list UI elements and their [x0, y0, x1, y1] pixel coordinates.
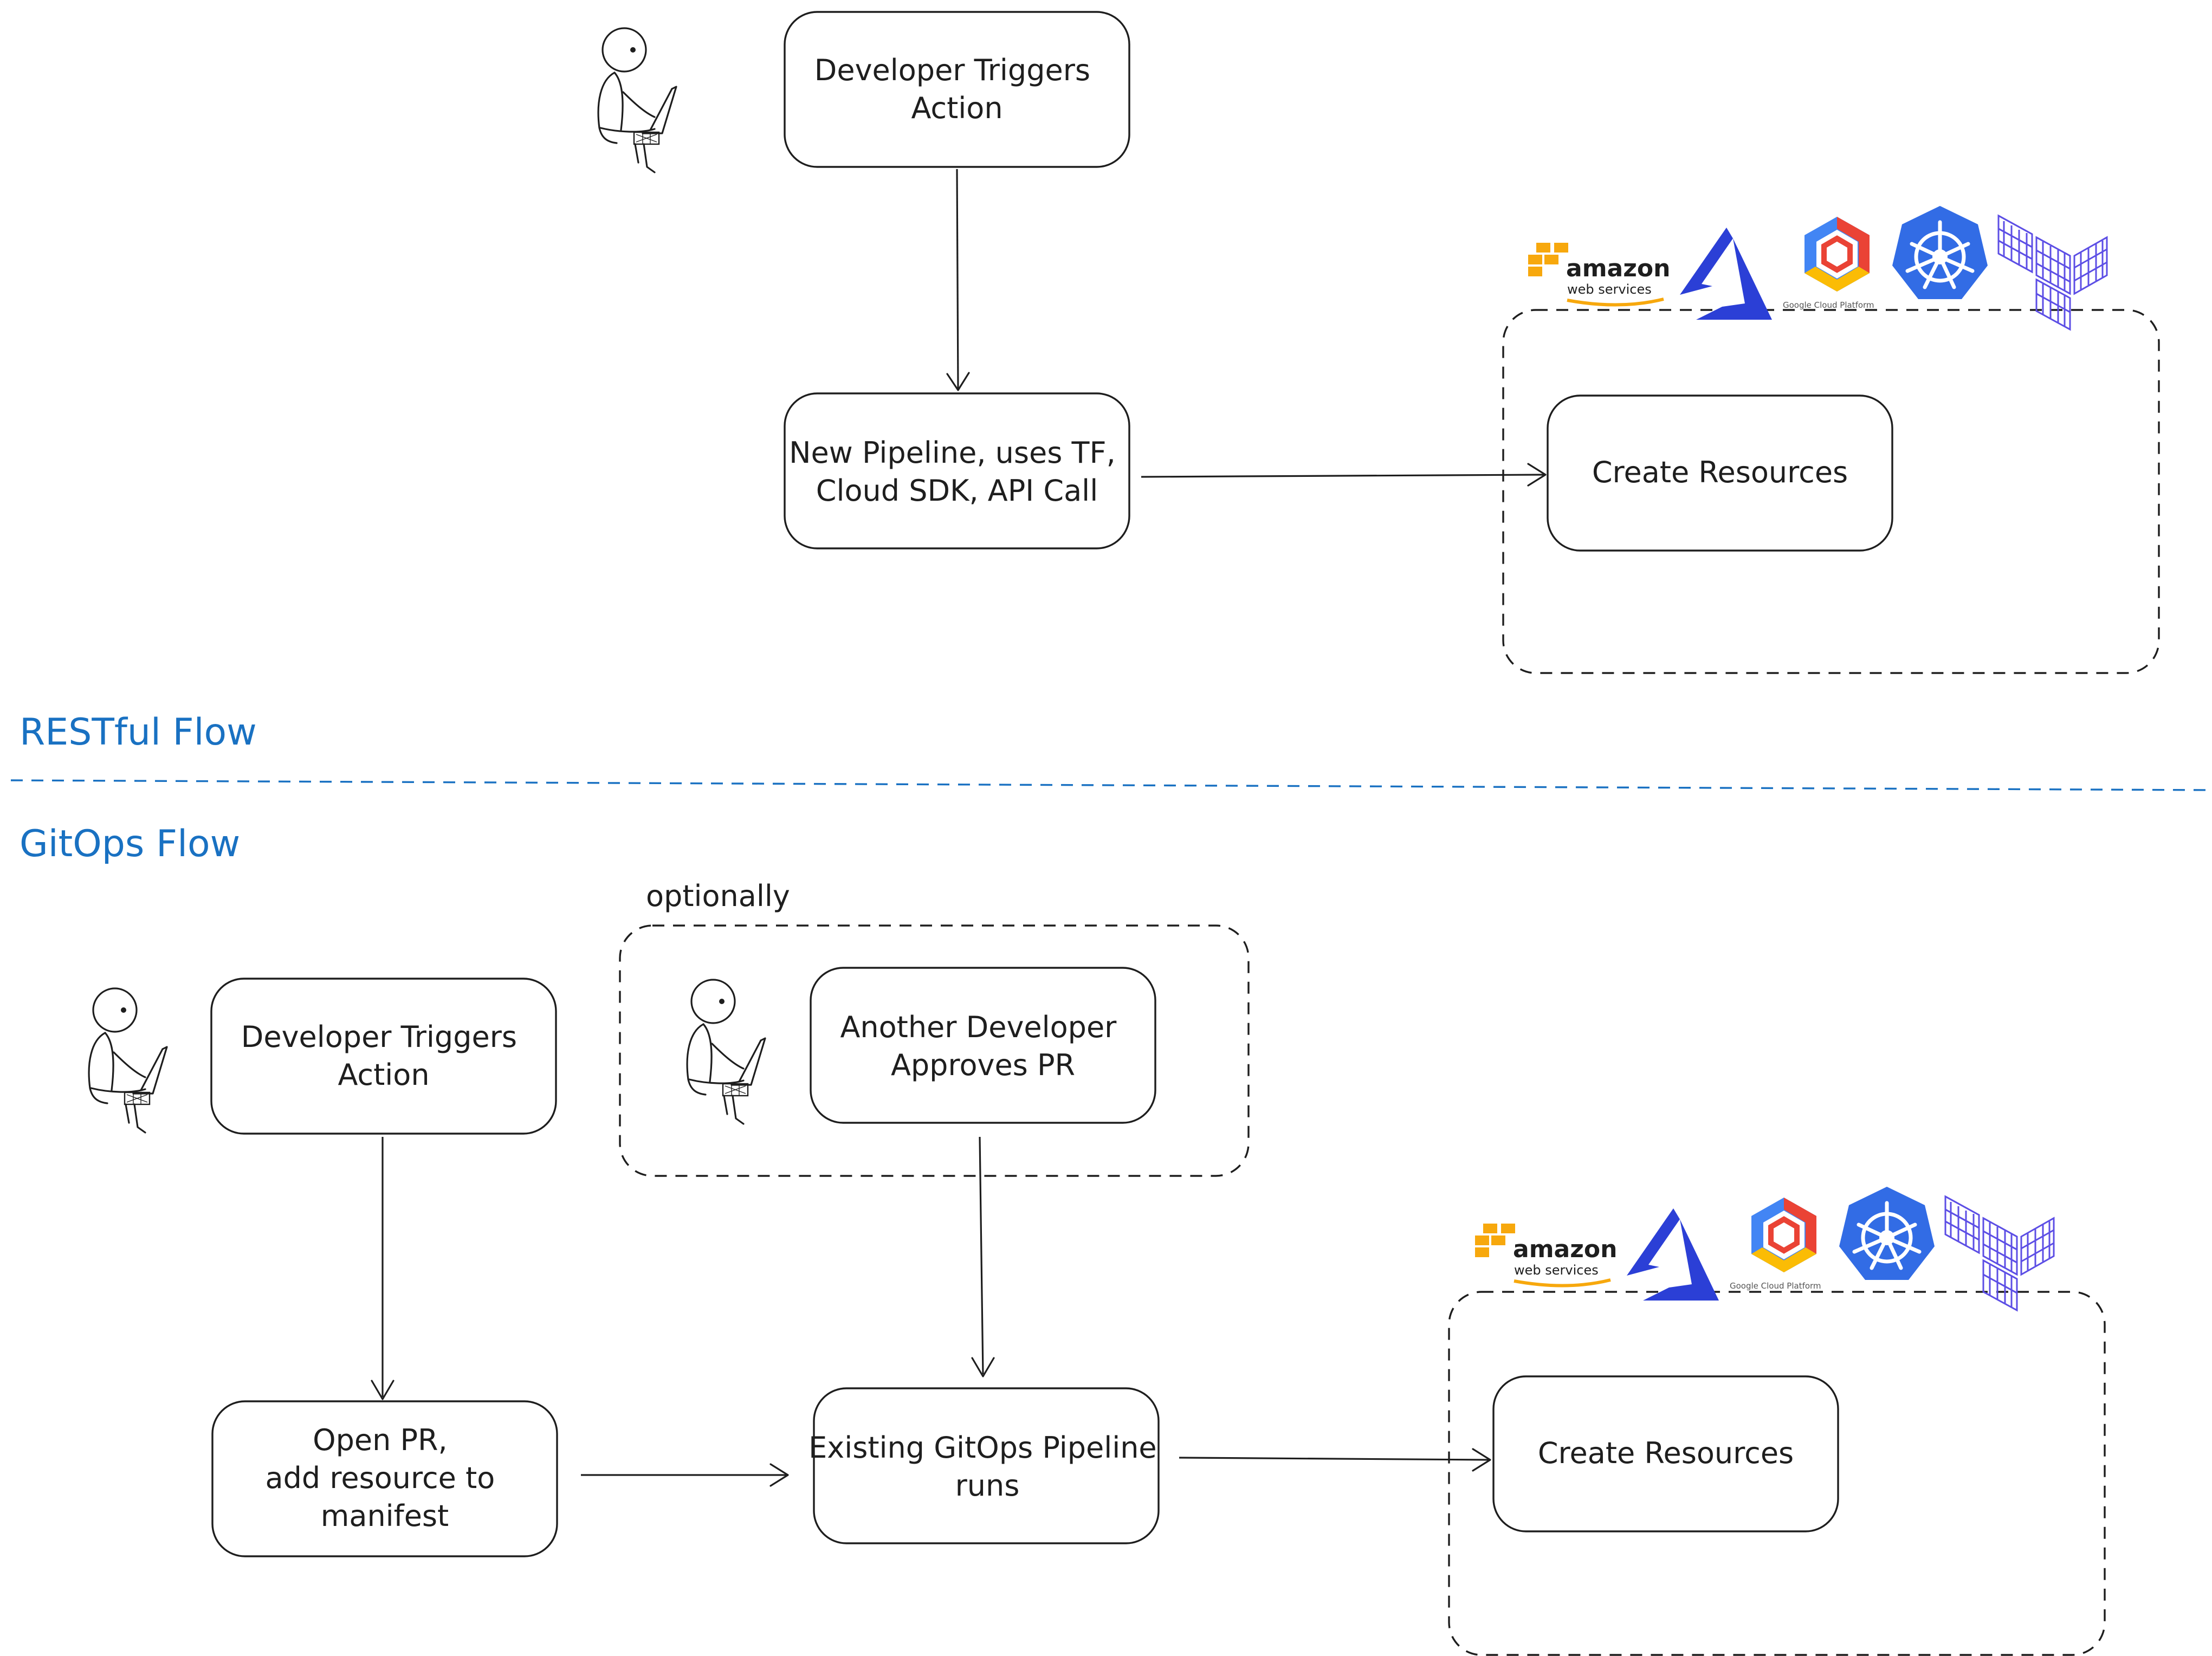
restful-provider-logos: amazon web services Google Cloud Platfor…: [1528, 206, 2108, 331]
aws-logo-icon: amazon web services: [1528, 243, 1670, 307]
restful-flow-heading: RESTful Flow: [20, 711, 257, 754]
gitops-edge-approve-pipeline: [971, 1136, 995, 1377]
restful-create-label: Create Resources: [1592, 455, 1848, 489]
restful-pipeline-node: New Pipeline, uses TF, Cloud SDK, API Ca…: [784, 392, 1130, 549]
restful-pipeline-label: New Pipeline, uses TF, Cloud SDK, API Ca…: [789, 436, 1125, 508]
svg-text:Google Cloud Platform: Google Cloud Platform: [1783, 300, 1874, 310]
terraform-logo-icon: [1944, 1195, 2055, 1312]
gitops-edge-pipeline-create: [1179, 1448, 1491, 1472]
restful-trigger-node: Developer Triggers Action: [784, 11, 1130, 168]
azure-logo-icon: [1680, 228, 1772, 320]
gitops-openpr-node: Open PR, add resource to manifest: [211, 1400, 558, 1557]
gitops-create-label: Create Resources: [1538, 1436, 1794, 1470]
gitops-cloud-group: [1448, 1291, 2106, 1656]
gcp-logo-icon: Google Cloud Platform: [1730, 1198, 1821, 1291]
section-divider: [10, 779, 2209, 791]
restful-trigger-label: Developer Triggers Action: [814, 53, 1099, 125]
kubernetes-logo-icon: [1892, 206, 1988, 299]
gitops-developer-icon: [88, 987, 168, 1134]
optional-approval-group: [619, 924, 1250, 1177]
svg-text:Google Cloud Platform: Google Cloud Platform: [1730, 1281, 1821, 1291]
gcp-logo-icon: Google Cloud Platform: [1783, 217, 1874, 310]
gitops-trigger-node: Developer Triggers Action: [210, 978, 557, 1135]
gitops-edge-trigger-openpr: [371, 1137, 394, 1400]
kubernetes-logo-icon: [1839, 1187, 1935, 1280]
svg-text:amazon: amazon: [1566, 255, 1670, 282]
gitops-flow-heading: GitOps Flow: [20, 823, 240, 865]
gitops-trigger-label: Developer Triggers Action: [241, 1020, 526, 1092]
gitops-pipeline-label: Existing GitOps Pipeline runs: [809, 1431, 1166, 1503]
gitops-edge-openpr-pipeline: [581, 1463, 789, 1487]
gitops-approve-node: Another Developer Approves PR: [810, 967, 1156, 1124]
restful-cloud-group: [1502, 309, 2160, 674]
approver-developer-icon: [686, 979, 766, 1125]
gitops-approve-label: Another Developer Approves PR: [840, 1010, 1126, 1082]
svg-text:web services: web services: [1567, 282, 1652, 297]
optionally-label: optionally: [646, 879, 790, 913]
gitops-pipeline-node: Existing GitOps Pipeline runs: [809, 1387, 1166, 1544]
restful-edge-trigger-pipeline: [946, 169, 970, 391]
restful-create-node: Create Resources: [1547, 394, 1893, 552]
restful-edge-pipeline-create: [1141, 463, 1547, 487]
azure-logo-icon: [1627, 1208, 1719, 1301]
gitops-create-node: Create Resources: [1492, 1375, 1839, 1532]
svg-text:amazon: amazon: [1513, 1235, 1617, 1263]
svg-text:web services: web services: [1514, 1263, 1599, 1278]
gitops-provider-logos: amazon web services Google Cloud Platfor…: [1475, 1187, 2055, 1312]
gitops-openpr-label: Open PR, add resource to manifest: [266, 1423, 505, 1533]
terraform-logo-icon: [1997, 214, 2108, 331]
restful-developer-icon: [597, 27, 677, 173]
aws-logo-icon: amazon web services: [1475, 1224, 1617, 1288]
